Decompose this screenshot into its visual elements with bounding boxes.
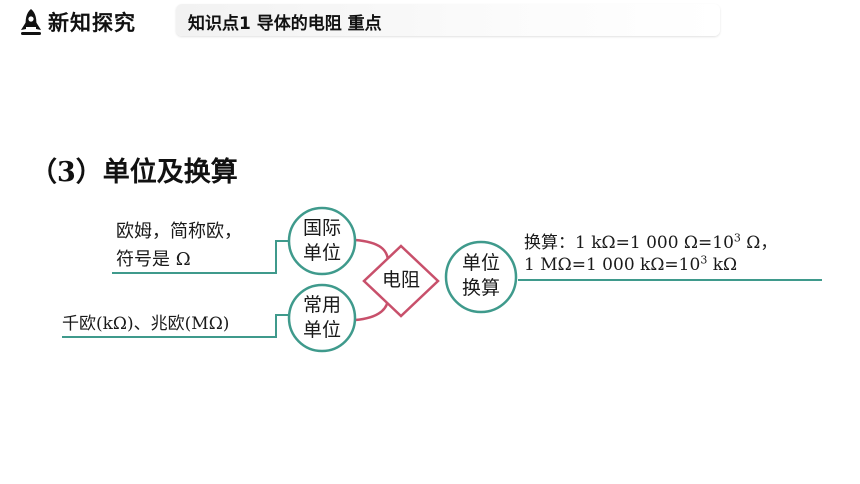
- conversion-line2: 换算: [461, 277, 500, 299]
- conversion-circle: [444, 240, 518, 314]
- common-desc-underline: [62, 314, 290, 338]
- common-unit-line1: 常用: [302, 294, 341, 316]
- intl-unit-line1: 国际: [302, 217, 341, 239]
- intl-unit-circle: [287, 206, 357, 276]
- conversion-line2-main: 1 MΩ=1 000 kΩ=10: [524, 255, 701, 275]
- intl-unit-desc-line1: 欧姆，简称欧，: [116, 221, 242, 242]
- common-unit-label: 常用 单位: [294, 293, 350, 343]
- common-unit-line2: 单位: [302, 319, 341, 341]
- intl-unit-label: 国际 单位: [294, 216, 350, 266]
- conversion-desc-line2: 1 MΩ=1 000 kΩ=103 kΩ: [524, 253, 738, 275]
- conversion-label: 单位 换算: [453, 251, 509, 301]
- header-bar: 新知探究 知识点1 导体的电阻 重点: [0, 0, 860, 44]
- rocket-icon: [21, 9, 41, 35]
- section-title: （3）单位及换算: [30, 157, 238, 188]
- conversion-line2-unit: kΩ: [707, 255, 738, 275]
- intl-unit-desc-line2: 符号是 Ω: [116, 249, 191, 270]
- topic-label: 知识点1 导体的电阻 重点: [188, 14, 382, 34]
- conversion-line1: 单位: [461, 252, 500, 274]
- connector-common: [354, 297, 390, 322]
- conversion-line2-exponent: 3: [700, 253, 708, 267]
- connector-intl: [354, 238, 390, 263]
- conversion-desc-line1: 换算：1 kΩ=1 000 Ω=103 Ω，: [524, 228, 777, 253]
- intl-desc-underline: [112, 240, 290, 274]
- common-unit-desc: 千欧(kΩ)、兆欧(MΩ): [62, 314, 230, 334]
- conversion-line1-unit: Ω，: [740, 233, 778, 253]
- intl-unit-line2: 单位: [302, 242, 341, 264]
- conversion-line1-main: 换算：1 kΩ=1 000 Ω=10: [524, 233, 734, 253]
- conversion-line1-exponent: 3: [733, 231, 741, 245]
- resistance-diamond: [362, 244, 440, 318]
- topic-banner: [176, 4, 720, 36]
- header-title: 新知探究: [48, 11, 136, 35]
- common-unit-circle: [287, 283, 357, 353]
- resistance-label: 电阻: [381, 269, 420, 291]
